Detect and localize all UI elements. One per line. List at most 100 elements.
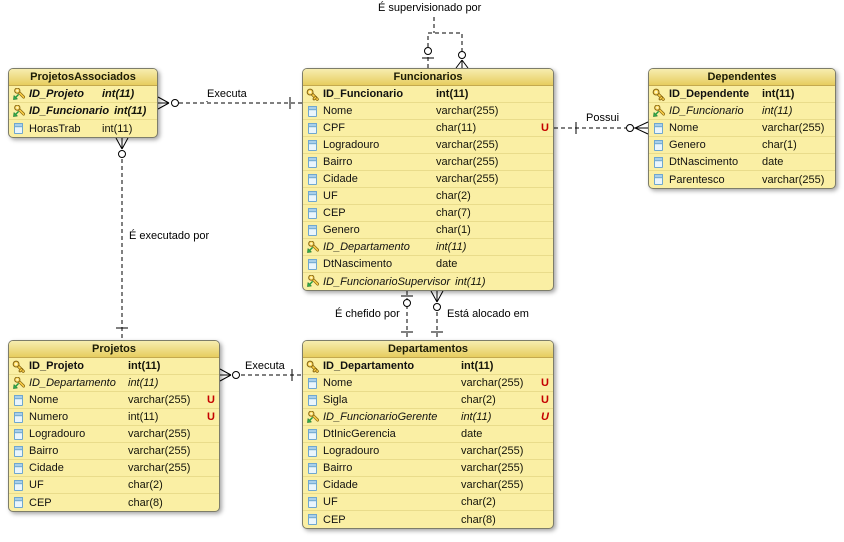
column-name: Bairro [29,445,59,457]
column-type: date [436,258,458,270]
column-name: ID_Funcionario [669,105,744,117]
table-title[interactable]: Funcionarios [303,69,553,86]
relationship-line [427,32,463,68]
column-name: CPF [323,122,345,134]
column-icon [306,258,320,271]
column-type: char(2) [128,479,163,491]
column-name: Logradouro [323,445,380,457]
relationship-chefido-por[interactable] [401,291,413,340]
relationship-label-supervisionado-por[interactable]: É supervisionado por [376,2,484,15]
column-type: int(11) [455,275,486,288]
relationship-executado-por[interactable] [115,137,129,340]
column-icon [306,105,320,118]
relationship-supervisionado-por[interactable] [422,17,469,69]
relationship-label-chefido-por[interactable]: É chefido por [333,308,402,321]
column-type: date [762,156,784,168]
column-icon [12,411,26,424]
column-name: ID_Departamento [29,377,116,389]
key-fk-icon [12,376,26,390]
column-name: Nome [323,105,353,117]
unique-index-badge: U [541,122,549,134]
optional-circle-icon [232,371,240,379]
optional-circle-icon [433,303,441,311]
column-type: varchar(255) [461,479,524,491]
relationship-label-executado-por[interactable]: É executado por [127,230,212,243]
column-type: char(2) [461,394,496,406]
column-name: CEP [323,207,346,219]
relationship-label-executa-departamentos[interactable]: Executa [243,360,287,373]
column-icon [306,513,320,526]
column-row[interactable]: ID_Dependente int(11) [649,86,835,103]
column-name: ID_Projeto [29,88,85,100]
table-title[interactable]: Projetos [9,341,219,358]
column-name: Logradouro [323,139,380,151]
optional-circle-icon [403,299,411,307]
table-title[interactable]: Departamentos [303,341,553,358]
crows-foot-icon [219,368,232,382]
relationship-alocado-em[interactable] [430,290,444,340]
relationship-label-alocado-em[interactable]: Está alocado em [445,308,531,321]
column-type: int(11) [762,88,795,100]
column-name: Cidade [29,462,64,474]
column-name: Nome [323,377,353,389]
column-icon [306,462,320,475]
column-type: int(11) [436,241,467,253]
column-type: varchar(255) [762,173,825,186]
column-name: ID_Dependente [669,88,750,100]
column-row[interactable]: Parentesco varchar(255) [649,171,835,188]
column-type: varchar(255) [461,377,524,389]
relationship-label-possui[interactable]: Possui [584,112,622,125]
relationship-label-executa-funcionarios[interactable]: Executa [205,88,249,101]
crows-foot-icon [157,96,170,110]
column-name: Parentesco [669,173,725,186]
table-title[interactable]: Dependentes [649,69,835,86]
optional-circle-icon [118,150,126,158]
table-title[interactable]: ProjetosAssociados [9,69,157,86]
crows-foot-icon [430,290,444,303]
